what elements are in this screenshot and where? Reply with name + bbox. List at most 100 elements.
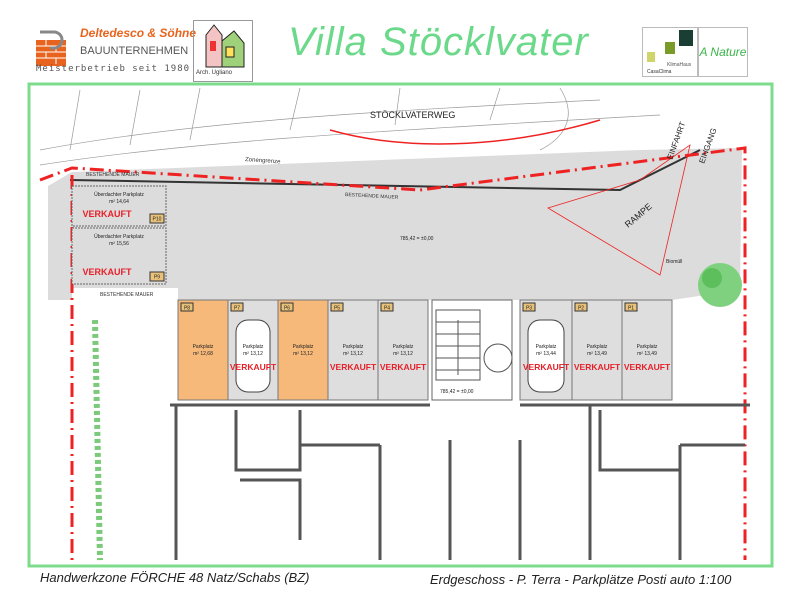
klimahaus-squares-icon: KlimaHaus CasaClima xyxy=(647,30,693,75)
space-id-badge xyxy=(180,302,194,312)
space-id: P2 xyxy=(578,306,584,312)
space-id-badge xyxy=(280,302,294,312)
space-label: Überdachter Parkplatz xyxy=(94,233,144,240)
space-id: P3 xyxy=(526,306,532,312)
terrain-lines xyxy=(39,87,661,166)
space-label: Parkplatz xyxy=(293,344,314,350)
level-label: 785,42 = ±0,00 xyxy=(400,236,434,242)
space-area: m² 13,12 xyxy=(293,351,313,357)
courtyard xyxy=(48,148,742,300)
klimahaus-logo: KlimaHaus CasaClima xyxy=(642,27,698,77)
space-label: Überdachter Parkplatz xyxy=(94,191,144,198)
existing-wall xyxy=(69,149,701,192)
space-id: P7 xyxy=(234,306,240,312)
car-icon xyxy=(235,319,271,393)
space-id-badge xyxy=(522,302,536,312)
company-logo xyxy=(34,22,184,82)
plan-frame xyxy=(27,82,774,568)
footer-caption: Erdgeschoss - P. Terra - Parkplätze Post… xyxy=(430,572,732,587)
street-label: STÖCKLVATERWEG xyxy=(370,110,455,120)
space-id: P8 xyxy=(184,306,190,312)
nature-logo: A Nature xyxy=(698,27,748,77)
house-logo-icon xyxy=(205,24,245,68)
wheelchair-lift-icon xyxy=(483,343,513,373)
company-type: BAUUNTERNEHMEN xyxy=(80,45,189,57)
space-outline xyxy=(621,299,673,401)
space-outline xyxy=(571,299,623,401)
space-area: m² 13,12 xyxy=(393,351,413,357)
space-id: P6 xyxy=(284,306,290,312)
space-id-badge xyxy=(330,302,344,312)
space-outline xyxy=(377,299,429,401)
space-id-badge xyxy=(149,271,165,282)
company-since: Meisterbetrieb seit 1980 xyxy=(36,64,191,74)
sold-label: VERKAUFT xyxy=(83,267,133,277)
company-name: Deltedesco & Söhne xyxy=(80,26,197,40)
space-id-badge xyxy=(624,302,638,312)
space-outline xyxy=(277,299,329,401)
hedge xyxy=(92,319,103,561)
biomuell-label: Biomüll xyxy=(666,259,682,265)
footer-location: Handwerkzone FÖRCHE 48 Natz/Schabs (BZ) xyxy=(40,570,310,585)
stairs-icon xyxy=(435,309,481,381)
level-label: 785,42 = ±0,00 xyxy=(440,389,474,395)
space-id: P10 xyxy=(153,217,162,223)
page-title: Villa Stöcklvater xyxy=(288,20,589,64)
space-outline xyxy=(177,299,229,401)
sold-label: VERKAUFT xyxy=(380,362,427,372)
space-id: P9 xyxy=(154,275,160,281)
car-icon xyxy=(527,319,565,393)
sold-label: VERKAUFT xyxy=(83,209,133,219)
space-id-badge xyxy=(380,302,394,312)
space-outline xyxy=(327,299,379,401)
space-id: P1 xyxy=(628,306,634,312)
space-label: Parkplatz xyxy=(587,344,608,350)
casaclima-label: CasaClima xyxy=(647,69,672,75)
sold-label: VERKAUFT xyxy=(330,362,377,372)
space-id: P5 xyxy=(334,306,340,312)
brick-logo-icon xyxy=(36,30,66,66)
wall-label: BESTEHENDE MAUER xyxy=(345,192,399,201)
space-label: Parkplatz xyxy=(343,344,364,350)
space-area: m² 13,49 xyxy=(587,351,607,357)
architect-logo xyxy=(193,20,253,82)
sold-label: VERKAUFT xyxy=(230,362,277,372)
space-label: Parkplatz xyxy=(637,344,658,350)
zone-border-label: Zonengrenze xyxy=(245,157,281,165)
building-walls xyxy=(170,403,750,560)
space-id: P4 xyxy=(384,306,390,312)
space-area: m² 15,56 xyxy=(109,241,129,247)
space-area: m² 13,44 xyxy=(536,351,556,357)
sold-label: VERKAUFT xyxy=(574,362,621,372)
wall-label: BESTEHENDE MAUER xyxy=(100,292,154,298)
klimahaus-label: KlimaHaus xyxy=(667,62,692,68)
space-area: m² 13,12 xyxy=(343,351,363,357)
space-id-badge xyxy=(230,302,244,312)
sold-label: VERKAUFT xyxy=(624,362,671,372)
tree-icon xyxy=(698,263,742,307)
space-area: m² 14,64 xyxy=(109,199,129,205)
space-label: Parkplatz xyxy=(243,344,264,350)
space-label: Parkplatz xyxy=(536,344,557,350)
space-area: m² 13,12 xyxy=(243,351,263,357)
stairwell xyxy=(431,299,513,401)
space-id-badge xyxy=(149,213,165,224)
sold-label: VERKAUFT xyxy=(523,362,570,372)
architect-name: Arch. Ugliano xyxy=(196,70,233,76)
space-label: Parkplatz xyxy=(193,344,214,350)
space-id-badge xyxy=(574,302,588,312)
space-area: m² 13,49 xyxy=(637,351,657,357)
space-area: m² 12,68 xyxy=(193,351,213,357)
wall-label: BESTEHENDE MAUER xyxy=(86,172,140,178)
